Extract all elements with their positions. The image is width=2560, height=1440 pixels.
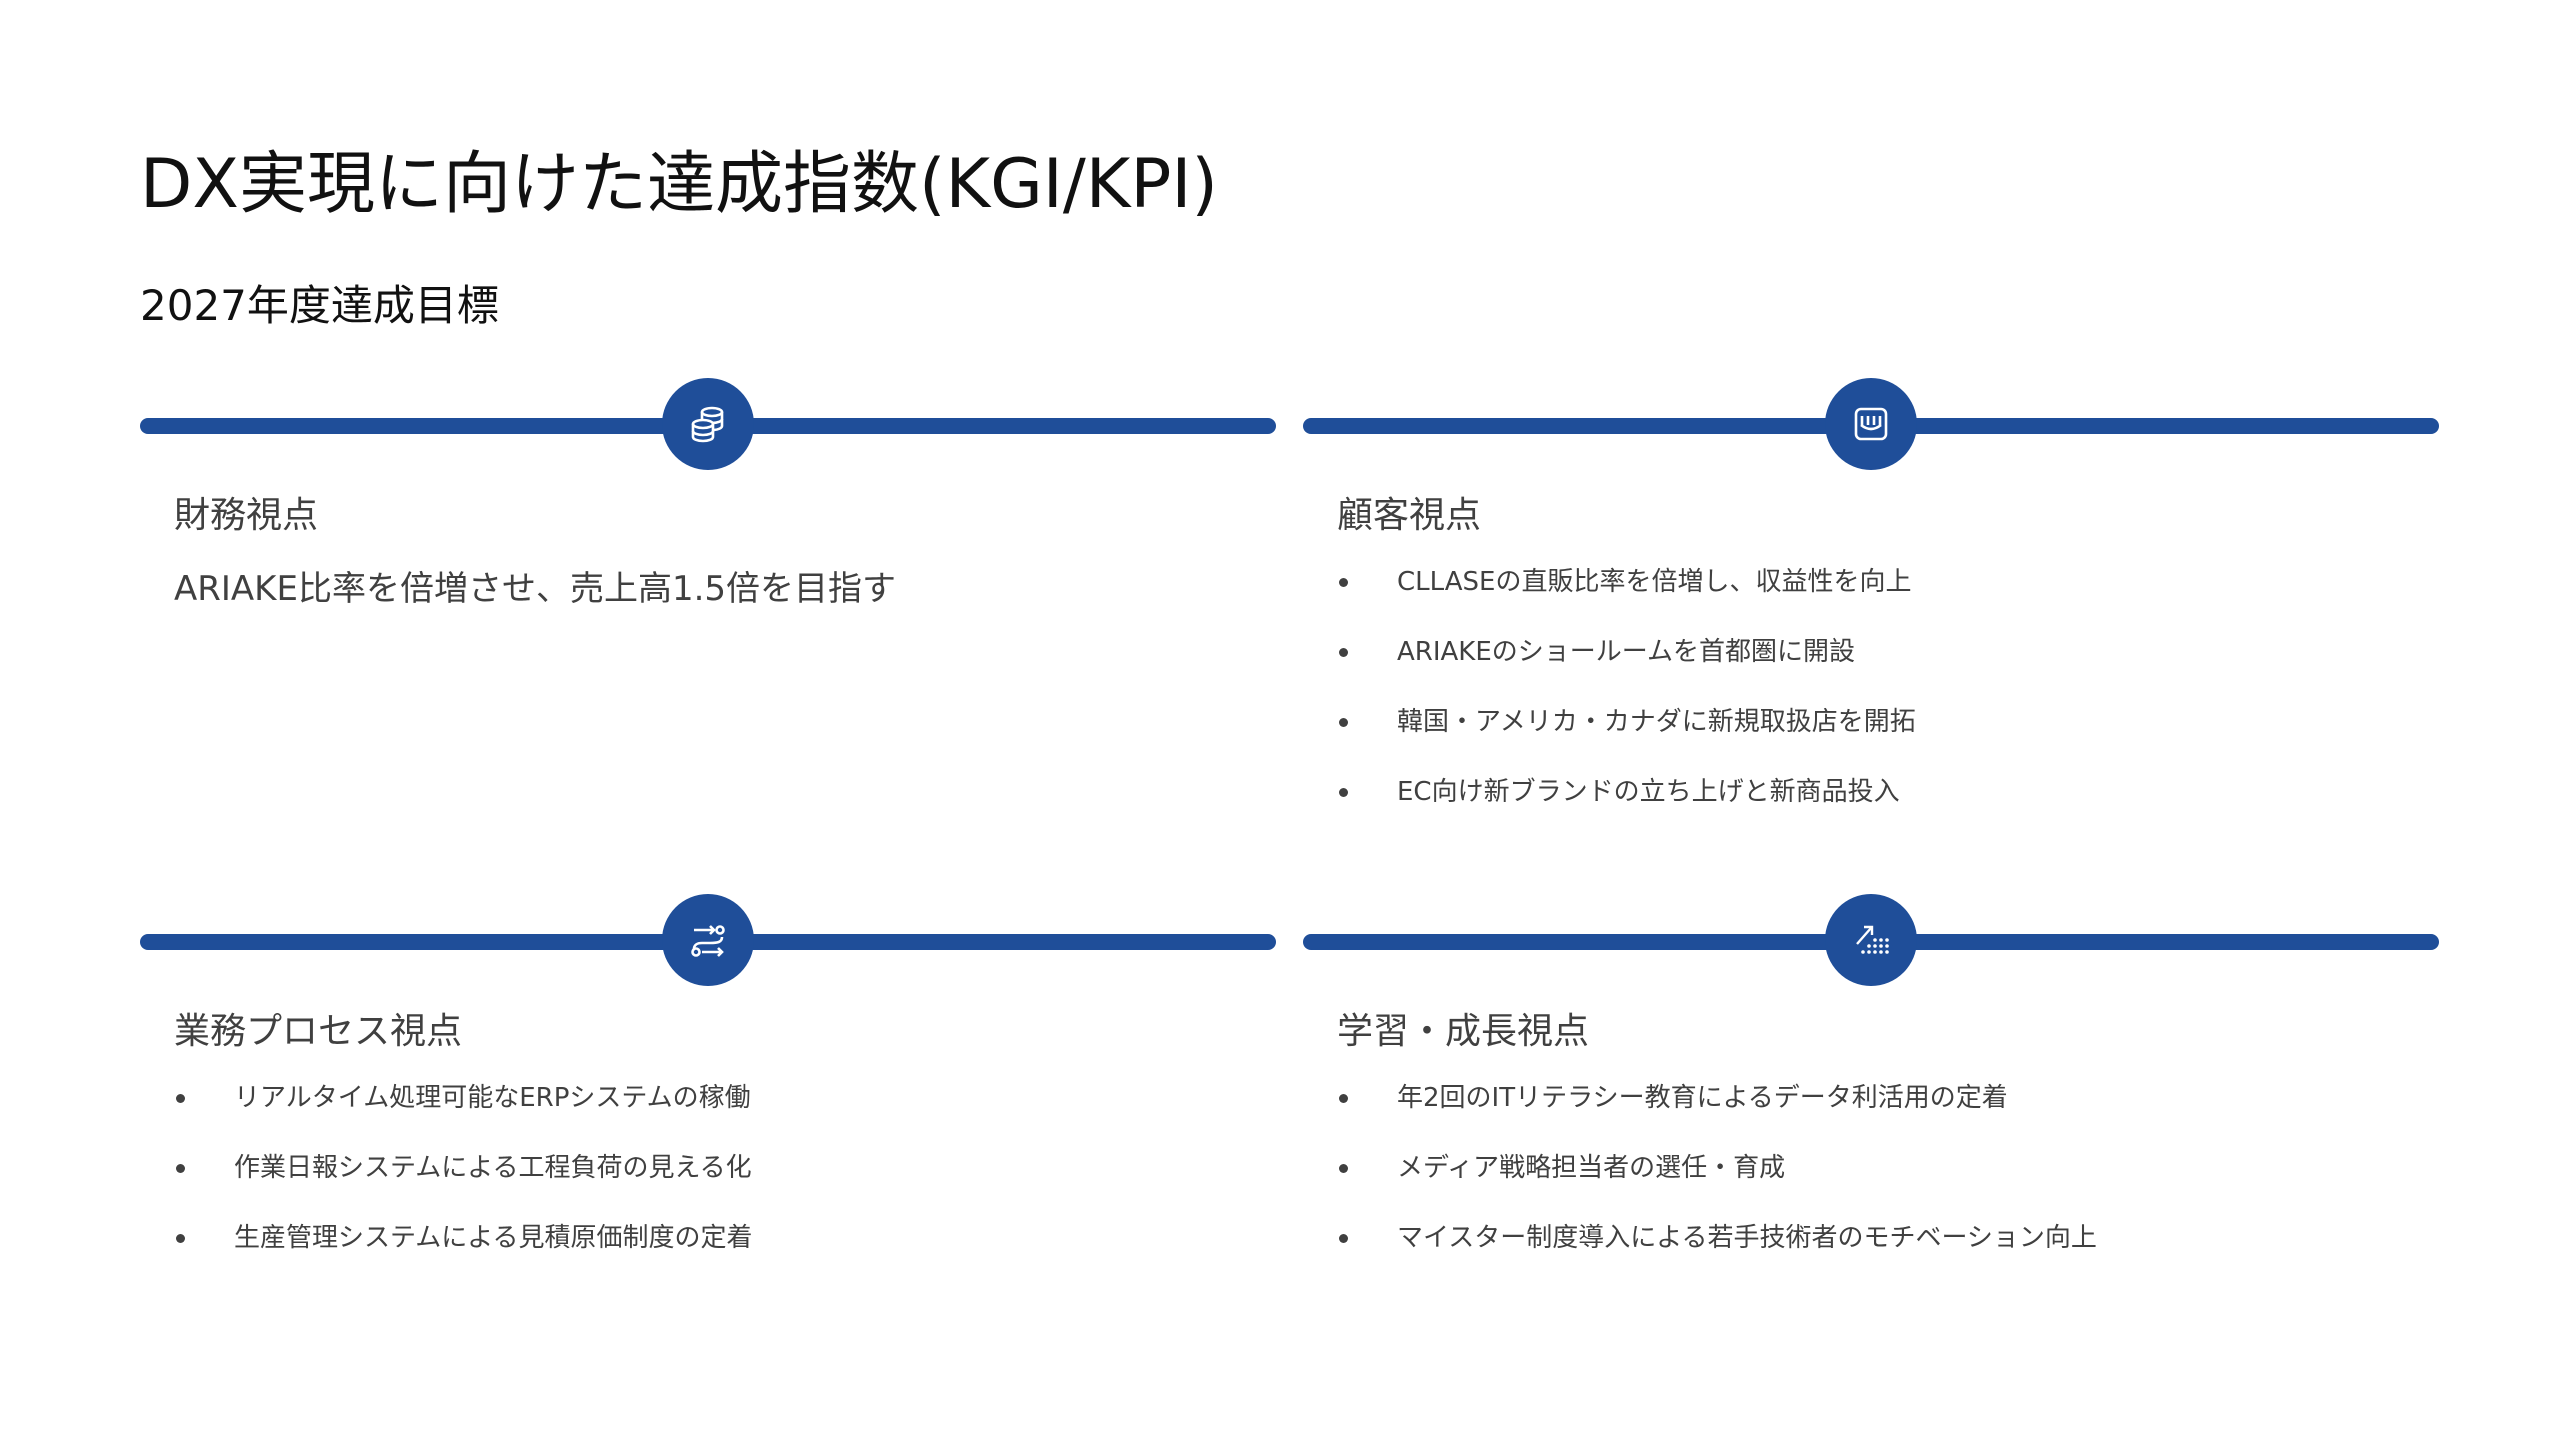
list-item: メディア戦略担当者の選任・育成 xyxy=(1337,1148,2097,1218)
bullet-icon xyxy=(1339,718,1348,727)
bullet-icon xyxy=(176,1094,185,1103)
bullet-icon xyxy=(1339,1164,1348,1173)
growth-dots-icon xyxy=(1825,894,1917,986)
list-item-text: マイスター制度導入による若手技術者のモチベーション向上 xyxy=(1397,1223,2097,1253)
financial-heading: 財務視点 xyxy=(174,495,319,536)
bullet-icon xyxy=(1339,788,1348,797)
list-item-text: CLLASEの直販比率を倍増し、収益性を向上 xyxy=(1397,567,1912,597)
list-item-text: 年2回のITリテラシー教育によるデータ利活用の定着 xyxy=(1397,1083,2008,1113)
list-item: EC向け新ブランドの立ち上げと新商品投入 xyxy=(1337,772,1916,842)
list-item: リアルタイム処理可能なERPシステムの稼働 xyxy=(174,1078,752,1148)
list-item-text: リアルタイム処理可能なERPシステムの稼働 xyxy=(234,1083,751,1113)
bullet-icon xyxy=(1339,1234,1348,1243)
bullet-icon xyxy=(1339,648,1348,657)
learning-heading: 学習・成長視点 xyxy=(1337,1011,1590,1052)
bullet-icon xyxy=(1339,1094,1348,1103)
storefront-icon xyxy=(1825,378,1917,470)
process-flow-icon xyxy=(662,894,754,986)
list-item: 生産管理システムによる見積原価制度の定着 xyxy=(174,1218,752,1288)
process-heading: 業務プロセス視点 xyxy=(174,1011,463,1052)
list-item: 年2回のITリテラシー教育によるデータ利活用の定着 xyxy=(1337,1078,2097,1148)
list-item-text: 生産管理システムによる見積原価制度の定着 xyxy=(234,1223,753,1253)
bullet-icon xyxy=(1339,578,1348,587)
bullet-icon xyxy=(176,1164,185,1173)
list-item: 作業日報システムによる工程負荷の見える化 xyxy=(174,1148,752,1218)
bullet-icon xyxy=(176,1234,185,1243)
list-item: CLLASEの直販比率を倍増し、収益性を向上 xyxy=(1337,562,1916,632)
financial-statement: ARIAKE比率を倍増させ、売上高1.5倍を目指す xyxy=(174,569,897,609)
learning-kpi-list: 年2回のITリテラシー教育によるデータ利活用の定着 メディア戦略担当者の選任・育… xyxy=(1337,1078,2097,1288)
slide-subtitle: 2027年度達成目標 xyxy=(140,281,499,330)
slide-title: DX実現に向けた達成指数(KGI/KPI) xyxy=(140,145,1218,224)
list-item: マイスター制度導入による若手技術者のモチベーション向上 xyxy=(1337,1218,2097,1288)
list-item: ARIAKEのショールームを首都圏に開設 xyxy=(1337,632,1916,702)
list-item-text: ARIAKEのショールームを首都圏に開設 xyxy=(1397,637,1856,667)
coins-stack-icon xyxy=(662,378,754,470)
customer-heading: 顧客視点 xyxy=(1337,495,1482,536)
list-item-text: 作業日報システムによる工程負荷の見える化 xyxy=(234,1153,752,1183)
process-kpi-list: リアルタイム処理可能なERPシステムの稼働 作業日報システムによる工程負荷の見え… xyxy=(174,1078,752,1288)
list-item-text: メディア戦略担当者の選任・育成 xyxy=(1397,1153,1786,1183)
list-item-text: EC向け新ブランドの立ち上げと新商品投入 xyxy=(1397,777,1900,807)
customer-kpi-list: CLLASEの直販比率を倍増し、収益性を向上 ARIAKEのショールームを首都圏… xyxy=(1337,562,1916,842)
list-item-text: 韓国・アメリカ・カナダに新規取扱店を開拓 xyxy=(1397,707,1916,737)
list-item: 韓国・アメリカ・カナダに新規取扱店を開拓 xyxy=(1337,702,1916,772)
